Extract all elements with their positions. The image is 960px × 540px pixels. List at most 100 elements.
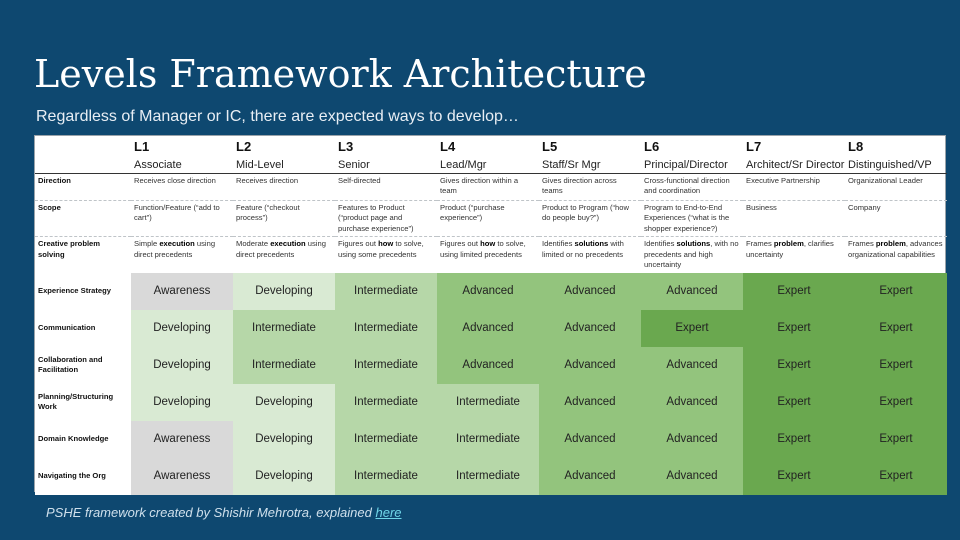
- proficiency-cell: Awareness: [131, 457, 233, 495]
- descriptor-text: Feature (“checkout process”): [236, 202, 300, 223]
- proficiency-cell: Developing: [233, 420, 335, 458]
- proficiency-cell: Expert: [845, 420, 947, 458]
- corner-cell: [35, 157, 131, 174]
- level-code-l4: L4: [440, 139, 456, 154]
- descriptor-cell: Features to Product (“product page and p…: [335, 200, 437, 237]
- proficiency-cell: Expert: [845, 457, 947, 495]
- descriptor-cell: Gives direction across teams: [539, 173, 641, 201]
- bold-keyword: solutions: [574, 239, 609, 248]
- descriptor-text: Identifies: [644, 239, 677, 248]
- proficiency-cell: Advanced: [641, 457, 743, 495]
- bold-keyword: execution: [159, 239, 195, 248]
- row-label: Experience Strategy: [35, 272, 131, 310]
- proficiency-cell: Intermediate: [335, 272, 437, 310]
- level-code-l1: L1: [134, 139, 150, 154]
- proficiency-cell: Expert: [845, 383, 947, 421]
- proficiency-cell: Advanced: [641, 383, 743, 421]
- descriptor-text: Figures out: [440, 239, 481, 248]
- descriptor-cell: Moderate execution using direct preceden…: [233, 237, 335, 273]
- proficiency-cell: Advanced: [641, 420, 743, 458]
- framework-caption: PSHE framework created by Shishir Mehrot…: [46, 505, 402, 520]
- descriptor-cell: Product (“purchase experience”): [437, 200, 539, 237]
- descriptor-cell: Receives close direction: [131, 173, 233, 201]
- descriptor-cell: Gives direction within a team: [437, 173, 539, 201]
- descriptor-cell: Simple execution using direct precedents: [131, 237, 233, 273]
- proficiency-cell: Advanced: [539, 272, 641, 310]
- proficiency-cell: Expert: [743, 383, 845, 421]
- level-title: Distinguished/VP: [845, 157, 947, 174]
- descriptor-text: Frames: [746, 239, 774, 248]
- descriptor-cell: Identifies solutions with limited or no …: [539, 237, 641, 273]
- descriptor-text: Receives close direction: [134, 175, 216, 185]
- row-label: Scope: [35, 200, 131, 237]
- descriptor-text: Product to Program (“how do people buy?”…: [542, 202, 629, 223]
- proficiency-cell: Expert: [743, 272, 845, 310]
- proficiency-cell: Advanced: [641, 272, 743, 310]
- proficiency-cell: Intermediate: [437, 420, 539, 458]
- descriptor-text: to solve, using some precedents: [338, 239, 424, 259]
- descriptor-text: Cross-functional direction and coordinat…: [644, 175, 730, 196]
- descriptor-text: Product (“purchase experience”): [440, 202, 505, 223]
- proficiency-cell: Intermediate: [233, 346, 335, 384]
- proficiency-cell: Expert: [845, 272, 947, 310]
- descriptor-text: Figures out: [338, 239, 379, 248]
- level-title: Lead/Mgr: [437, 157, 539, 174]
- caption-link[interactable]: here: [375, 505, 402, 520]
- descriptor-cell: Figures out how to solve, using some pre…: [335, 237, 437, 273]
- level-title: Mid-Level: [233, 157, 335, 174]
- descriptor-row: Creative problem solving Simple execution…: [35, 237, 947, 273]
- proficiency-cell: Intermediate: [335, 383, 437, 421]
- descriptor-text: with limited or no precedents: [542, 239, 624, 259]
- descriptor-cell: Receives direction: [233, 173, 335, 201]
- descriptor-text: , clarifies uncertainty: [746, 239, 834, 259]
- level-title: Architect/Sr Director: [743, 157, 845, 174]
- proficiency-cell: Developing: [131, 309, 233, 347]
- proficiency-cell: Developing: [233, 383, 335, 421]
- proficiency-cell: Advanced: [641, 346, 743, 384]
- proficiency-cell: Expert: [743, 457, 845, 495]
- level-code-l8: L8: [848, 139, 864, 154]
- descriptor-text: , advances organizational capabilities: [848, 239, 943, 259]
- descriptor-text: Frames: [848, 239, 876, 248]
- descriptor-cell: Business: [743, 200, 845, 237]
- descriptor-text: Function/Feature (“add to cart”): [134, 202, 220, 223]
- proficiency-cell: Developing: [233, 457, 335, 495]
- proficiency-cell: Expert: [845, 346, 947, 384]
- descriptor-cell: Product to Program (“how do people buy?”…: [539, 200, 641, 237]
- descriptor-text: Organizational Leader: [848, 175, 923, 185]
- descriptor-text: Receives direction: [236, 175, 299, 185]
- descriptor-text: using direct precedents: [236, 239, 326, 259]
- proficiency-cell: Awareness: [131, 420, 233, 458]
- descriptor-text: , with no precedents and high uncertaint…: [644, 239, 739, 269]
- descriptor-cell: Frames problem, clarifies uncertainty: [743, 237, 845, 273]
- descriptor-cell: Program to End-to-End Experiences (“what…: [641, 200, 743, 237]
- proficiency-cell: Expert: [743, 420, 845, 458]
- proficiency-cell: Intermediate: [335, 420, 437, 458]
- proficiency-cell: Intermediate: [335, 346, 437, 384]
- descriptor-text: Simple: [134, 239, 160, 248]
- proficiency-cell: Advanced: [539, 309, 641, 347]
- proficiency-cell: Developing: [131, 383, 233, 421]
- bold-keyword: problem: [875, 239, 906, 248]
- descriptor-text: Gives direction across teams: [542, 175, 617, 196]
- level-title: Principal/Director: [641, 157, 743, 174]
- proficiency-cell: Expert: [743, 346, 845, 384]
- proficiency-cell: Advanced: [539, 457, 641, 495]
- row-label: Creative problem solving: [38, 239, 101, 259]
- proficiency-cell: Intermediate: [437, 457, 539, 495]
- bold-keyword: execution: [270, 239, 306, 248]
- proficiency-cell: Intermediate: [335, 309, 437, 347]
- proficiency-cell: Advanced: [437, 346, 539, 384]
- descriptor-text: Gives direction within a team: [440, 175, 519, 196]
- level-title: Staff/Sr Mgr: [539, 157, 641, 174]
- descriptor-cell: Feature (“checkout process”): [233, 200, 335, 237]
- proficiency-cell: Expert: [743, 309, 845, 347]
- descriptor-text: to solve, using limited precedents: [440, 239, 526, 259]
